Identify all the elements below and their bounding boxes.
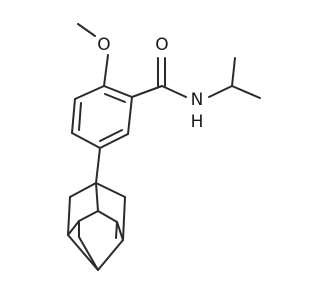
bond-ch-methyl-2 <box>231 57 236 87</box>
bond-ring-1 <box>103 85 133 98</box>
bond-ring-6 <box>74 85 105 100</box>
bond-ring-5 <box>71 98 76 134</box>
bond-ring-3 <box>99 133 129 149</box>
bond-cage-2 <box>95 182 126 198</box>
bond-cage-1 <box>69 182 97 198</box>
bond-ring-double-c <box>78 102 82 131</box>
bond-ring-double-b <box>99 129 123 142</box>
bond-ring-2 <box>127 96 133 135</box>
bond-cage-3 <box>95 182 99 212</box>
bond-cage-12 <box>115 221 118 239</box>
atom-label-amide-nitrogen: N <box>191 90 204 110</box>
bond-cage-7 <box>97 210 118 223</box>
bond-ring-double-a <box>104 93 126 103</box>
bond-n-ch <box>208 85 233 98</box>
bond-o-ring <box>103 54 109 87</box>
bond-ring-adamantyl <box>95 147 101 184</box>
bond-cage-4 <box>67 196 71 236</box>
bond-ch-methyl-1 <box>231 85 261 99</box>
bond-methyl-o <box>77 23 96 37</box>
bond-cage-5 <box>122 196 126 241</box>
bond-cage-9 <box>67 234 99 271</box>
bond-cage-6 <box>78 210 99 222</box>
bond-ring-4 <box>71 132 101 149</box>
bond-ring-carbonyl <box>131 85 163 98</box>
atom-label-amide-hydrogen: H <box>191 112 204 132</box>
atom-label-methoxy-oxygen: O <box>97 35 110 55</box>
bond-carbonyl-n <box>161 85 187 98</box>
atom-label-carbonyl-oxygen: O <box>155 35 168 55</box>
bond-cage-10 <box>97 239 124 271</box>
bond-cage-13 <box>116 221 124 241</box>
molecule-structure-diagram: O O N H <box>67 23 261 271</box>
bond-cage-8 <box>67 220 80 236</box>
bond-cage-14 <box>78 236 99 271</box>
